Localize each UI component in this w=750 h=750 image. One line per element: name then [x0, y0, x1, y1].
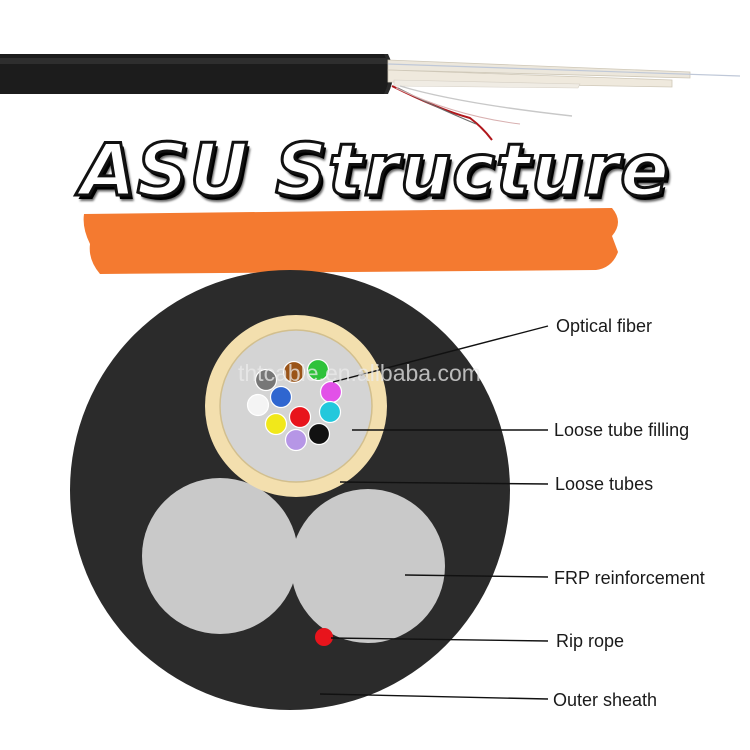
leader-outer-sheath: [319, 693, 549, 700]
watermark: thtcable.en.alibaba.com: [238, 360, 481, 386]
fiber-9: [318, 400, 342, 424]
label-loose-tube-filling: Loose tube filling: [554, 420, 690, 440]
fiber-4: [246, 393, 270, 417]
cable-cross-section: [70, 270, 510, 710]
label-loose-tubes: Loose tubes: [555, 474, 654, 494]
fiber-5: [288, 405, 312, 429]
leader-rip-rope: [330, 637, 549, 642]
fiber-10: [307, 422, 331, 446]
rip-rope-circle: [315, 628, 333, 646]
fiber-strand: [387, 63, 741, 77]
frp-rod-left: [142, 478, 298, 634]
page-title: ASU Structure: [79, 127, 671, 214]
label-optical-fiber: Optical fiber: [556, 316, 653, 336]
frp-rod-right: [291, 489, 445, 643]
leader-optical-fiber: [332, 325, 549, 383]
fiber-7: [264, 412, 288, 436]
loose-tube-inner: [219, 329, 373, 483]
leader-frp: [404, 574, 549, 578]
cable-photo: [0, 54, 741, 141]
fiber-1: [269, 385, 293, 409]
label-outer-sheath: Outer sheath: [553, 690, 658, 710]
loose-tube-strand: [393, 79, 581, 89]
fiber-8: [284, 428, 308, 452]
leader-lines: [319, 325, 549, 700]
optical-fibers: [246, 358, 343, 452]
label-rip-rope: Rip rope: [556, 631, 625, 651]
leader-loose-tubes: [339, 481, 549, 485]
label-frp-reinforcement: FRP reinforcement: [554, 568, 705, 588]
title-highlight: [83, 208, 619, 274]
fiber-2: [282, 360, 306, 384]
fiber-3: [306, 358, 330, 382]
fiber-11: [254, 368, 278, 392]
